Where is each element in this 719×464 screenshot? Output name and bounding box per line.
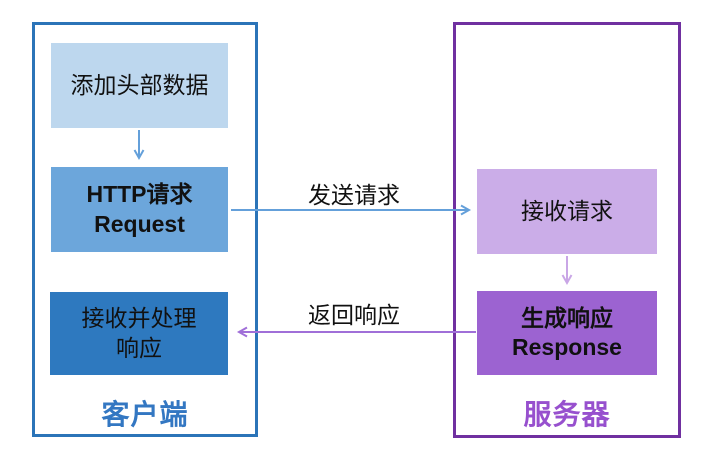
client-label: 客户端 — [101, 399, 189, 430]
receive-request-box-label: 接收请求 — [521, 197, 613, 224]
receive-process-box-line2: 响应 — [116, 334, 162, 361]
http-request-box: HTTP请求 Request — [51, 167, 228, 252]
http-request-box-line1: HTTP请求 — [86, 181, 193, 208]
send-request-label: 发送请求 — [308, 182, 400, 208]
add-header-box: 添加头部数据 — [51, 43, 228, 128]
receive-process-box: 接收并处理 响应 — [50, 292, 228, 375]
server-label: 服务器 — [523, 399, 611, 430]
generate-response-box: 生成响应 Response — [477, 291, 657, 375]
server-panel: 接收请求 生成响应 Response 服务器 — [453, 22, 681, 438]
receive-process-box-line1: 接收并处理 — [81, 305, 197, 332]
generate-response-box-line1: 生成响应 — [521, 304, 613, 331]
http-request-box-line2: Request — [94, 210, 185, 237]
receive-request-box: 接收请求 — [477, 169, 657, 254]
return-response-label: 返回响应 — [308, 302, 400, 328]
add-header-box-label: 添加头部数据 — [70, 71, 209, 98]
client-panel: 添加头部数据 HTTP请求 Request 接收并处理 响应 客户端 — [32, 22, 258, 437]
generate-response-box-line2: Response — [512, 334, 622, 360]
